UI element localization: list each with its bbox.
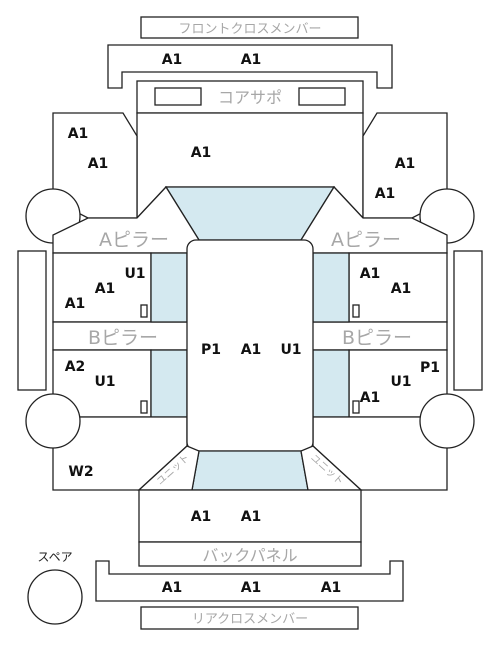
- rear-cross-code-left: A1: [162, 580, 183, 596]
- rear-door-right-handle: [352, 400, 360, 414]
- front-door-right-code-a1: A1: [360, 266, 381, 282]
- roof-code-center: A1: [241, 342, 262, 358]
- trunk-code-left: A1: [191, 509, 212, 525]
- rear-door-left-code-bottom: U1: [94, 374, 115, 390]
- front-door-left-code-a2: A1: [65, 296, 86, 312]
- rear-door-left-code-top: A2: [65, 359, 86, 375]
- core-support-label: コアサポ: [218, 88, 282, 107]
- b-pillar-right: [309, 321, 448, 351]
- front-cross-member-box: [140, 16, 359, 39]
- headlight-right: [298, 87, 346, 106]
- rear-window: [191, 450, 309, 491]
- front-cross-member: [107, 44, 393, 89]
- front-cross-code-right: A1: [241, 52, 262, 68]
- hood-code: A1: [191, 145, 212, 161]
- spare-label: スペア: [37, 550, 72, 564]
- rear-cross-member-box: [140, 606, 359, 630]
- front-cross-code-left: A1: [162, 52, 183, 68]
- window-rear-right: [312, 349, 350, 418]
- front-door-left-code-u: U1: [124, 266, 145, 282]
- a-pillar-right-label: Aピラー: [331, 229, 401, 251]
- front-door-right-handle: [352, 304, 360, 318]
- roof-code-left: P1: [201, 342, 221, 358]
- b-pillar-left-label: Bピラー: [88, 327, 158, 349]
- window-front-left: [150, 252, 188, 323]
- rear-left-wheel: [25, 393, 81, 449]
- rear-door-right-code-u: U1: [390, 374, 411, 390]
- side-sill-left: [17, 250, 47, 391]
- back-panel: [138, 541, 362, 567]
- rear-cross-code-center: A1: [241, 580, 262, 596]
- front-door-right-code-a2: A1: [391, 281, 412, 297]
- front-right-code-bottom: A1: [375, 186, 396, 202]
- side-sill-right: [453, 250, 483, 391]
- front-cross-member-label: フロントクロスメンバー: [178, 22, 321, 37]
- window-front-right: [312, 252, 350, 323]
- front-right-code-top: A1: [395, 156, 416, 172]
- rear-cross-member-label: リアクロスメンバー: [192, 612, 308, 627]
- roof-code-right: U1: [280, 342, 301, 358]
- front-door-right: [348, 252, 448, 323]
- rear-left-quarter-code: W2: [68, 464, 93, 480]
- rear-right-wheel: [419, 393, 475, 449]
- front-left-code-bottom: A1: [88, 156, 109, 172]
- front-door-left-handle: [140, 304, 148, 318]
- rear-cross-member: [95, 560, 404, 602]
- a-pillar-left-label: Aピラー: [99, 229, 169, 251]
- window-rear-left: [150, 349, 188, 418]
- back-panel-label: バックパネル: [202, 546, 297, 565]
- front-left-code-top: A1: [68, 126, 89, 142]
- b-pillar-right-label: Bピラー: [342, 327, 412, 349]
- spare-tire: [27, 569, 83, 625]
- trunk-code-right: A1: [241, 509, 262, 525]
- rear-door-left-handle: [140, 400, 148, 414]
- rear-cross-code-right: A1: [321, 580, 342, 596]
- front-door-left-code-a1: A1: [95, 281, 116, 297]
- headlight-left: [154, 87, 202, 106]
- trunk: [138, 489, 362, 543]
- rear-door-right-code-p: P1: [420, 360, 440, 376]
- rear-door-right-code-a: A1: [360, 390, 381, 406]
